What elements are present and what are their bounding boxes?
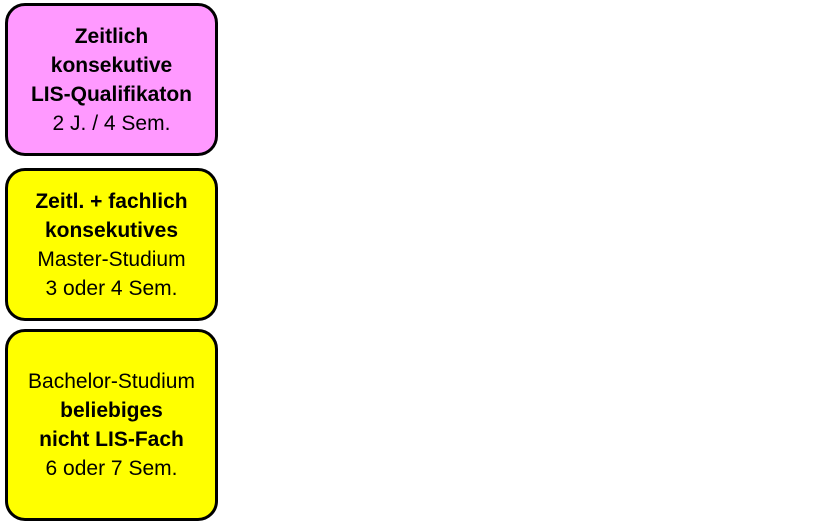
box3-line1: Bachelor-Studium [28,370,195,393]
box2-line3: Master-Studium [37,247,186,271]
box2-line1: Zeitl. + fachlich [35,189,188,213]
bachelor-study-box: Bachelor-Studium beliebiges nicht LIS-Fa… [5,329,218,521]
box1-line2: konsekutive [50,53,173,77]
lis-qualification-box: Zeitlich konsekutive LIS-Qualifikaton 2 … [5,3,218,156]
box1-line3: LIS-Qualifikaton [30,82,192,106]
master-study-box: Zeitl. + fachlich konsekutives Master-St… [5,168,218,321]
box3-line4: 6 oder 7 Sem. [45,457,178,480]
box1-line4: 2 J. / 4 Sem. [52,111,171,135]
box1-line1: Zeitlich [74,24,149,48]
box2-line4: 3 oder 4 Sem. [45,276,178,300]
box3-line2: beliebiges [60,399,163,422]
box3-line3: nicht LIS-Fach [39,428,184,451]
box2-line2: konsekutives [44,218,179,242]
